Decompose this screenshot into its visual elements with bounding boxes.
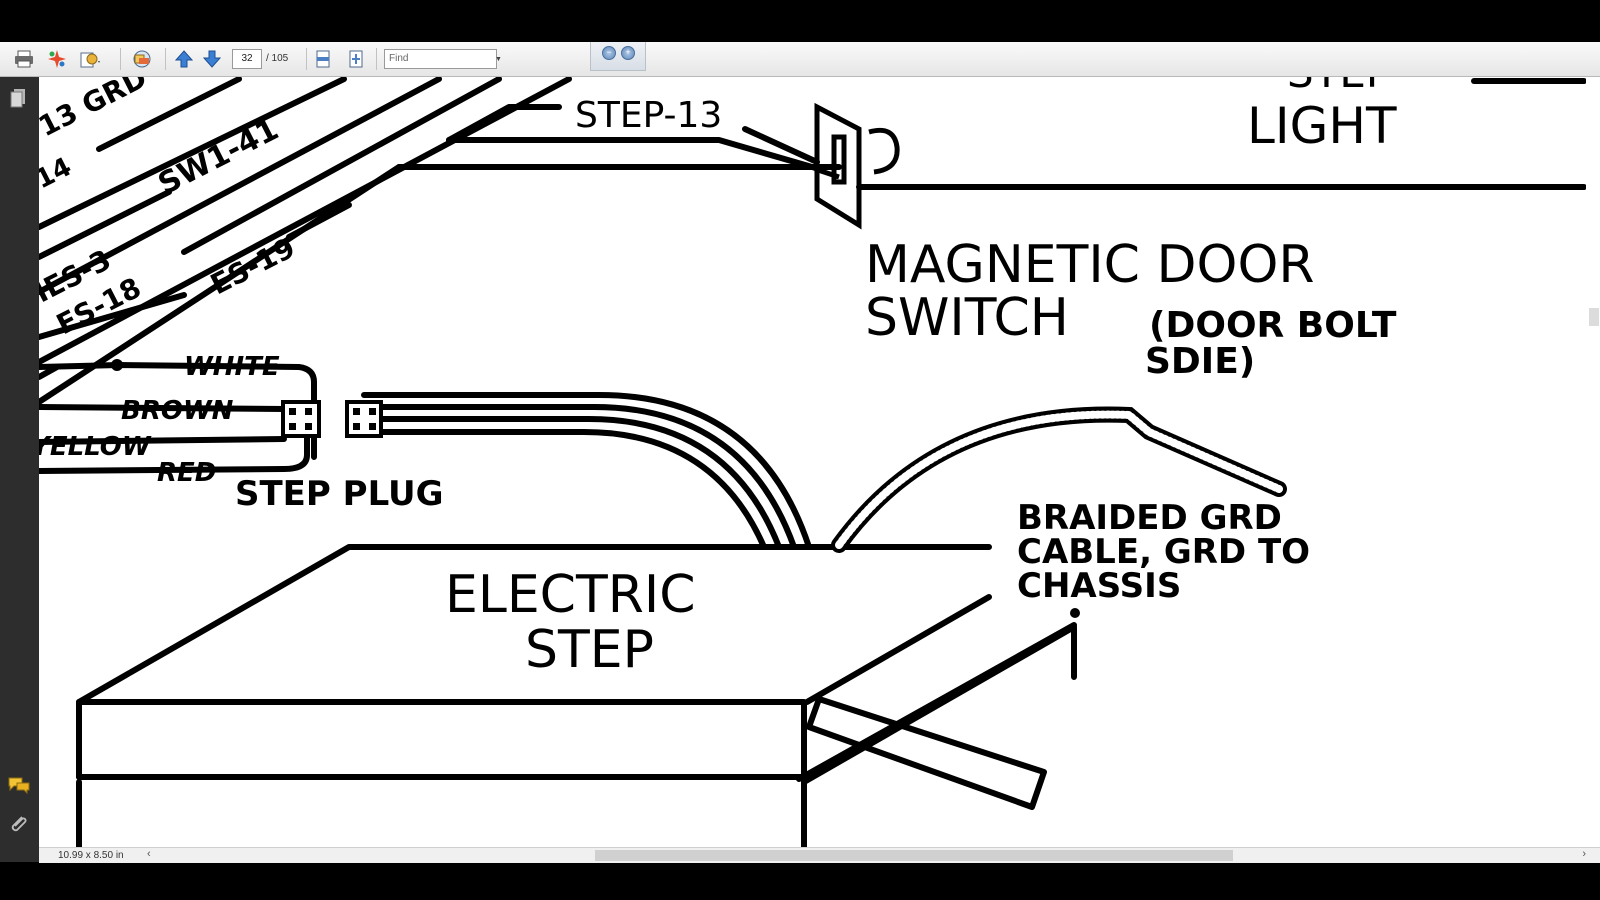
zoom-controls: − + bbox=[590, 42, 646, 71]
status-bar: 10.99 x 8.50 in ‹ › bbox=[39, 847, 1600, 863]
label-red: RED bbox=[157, 458, 216, 488]
label-yellow: YELLOW bbox=[39, 432, 152, 462]
label-light: LIGHT bbox=[1247, 97, 1397, 155]
pages-icon[interactable] bbox=[6, 87, 32, 109]
find-input[interactable]: Find bbox=[384, 49, 497, 69]
label-braided-grd: BRAIDED GRD bbox=[1017, 498, 1282, 538]
wiring-diagram: STEP-13 STEP LIGHT 13 GRD 14 SW1-41 IES-… bbox=[39, 77, 1586, 847]
label-cable-grd-to: CABLE, GRD TO bbox=[1017, 532, 1310, 572]
label-door-bolt: (DOOR BOLT bbox=[1149, 305, 1397, 346]
print-icon[interactable] bbox=[12, 47, 36, 71]
document-viewport[interactable]: STEP-13 STEP LIGHT 13 GRD 14 SW1-41 IES-… bbox=[39, 77, 1586, 847]
label-switch: SWITCH bbox=[865, 288, 1069, 348]
label-chassis: CHASSIS bbox=[1017, 566, 1181, 606]
collaborate-icon[interactable] bbox=[45, 47, 69, 71]
previous-page-icon[interactable] bbox=[172, 47, 196, 71]
find-dropdown-icon[interactable]: ▼ bbox=[495, 56, 502, 63]
zoom-out-icon[interactable]: − bbox=[602, 46, 616, 60]
horizontal-scrollbar-thumb[interactable] bbox=[595, 850, 1233, 861]
label-14: 14 bbox=[39, 152, 76, 195]
vertical-scrollbar-thumb[interactable] bbox=[1589, 308, 1599, 326]
label-step-light-top: STEP bbox=[1287, 77, 1391, 97]
page-size-label: 10.99 x 8.50 in bbox=[58, 850, 124, 861]
scroll-left-icon[interactable]: ‹ bbox=[147, 848, 151, 860]
page-total: / 105 bbox=[266, 53, 289, 64]
label-step-13: STEP-13 bbox=[575, 95, 722, 136]
label-magnetic-door: MAGNETIC DOOR bbox=[865, 235, 1315, 295]
attachments-icon[interactable] bbox=[6, 813, 32, 835]
fit-page-icon[interactable] bbox=[344, 47, 368, 71]
label-sw1-41: SW1-41 bbox=[153, 112, 285, 202]
label-electric: ELECTRIC bbox=[445, 565, 696, 625]
zoom-in-icon[interactable]: + bbox=[621, 46, 635, 60]
label-brown: BROWN bbox=[121, 396, 234, 426]
comments-icon[interactable] bbox=[6, 774, 32, 796]
comment-tools-icon[interactable] bbox=[130, 47, 154, 71]
label-sdie: SDIE) bbox=[1145, 341, 1255, 382]
label-white: WHITE bbox=[184, 352, 280, 382]
scroll-right-icon[interactable]: › bbox=[1582, 848, 1586, 860]
label-step-plug: STEP PLUG bbox=[235, 474, 444, 514]
navigation-pane bbox=[0, 77, 39, 862]
toolbar: 32 / 105 Find ▼ − + bbox=[0, 42, 1600, 77]
page-number-input[interactable]: 32 bbox=[232, 49, 262, 69]
label-step: STEP bbox=[525, 620, 654, 680]
fit-width-icon[interactable] bbox=[311, 47, 335, 71]
label-es-19: ES-19 bbox=[205, 231, 300, 301]
next-page-icon[interactable] bbox=[200, 47, 224, 71]
vertical-scrollbar[interactable] bbox=[1586, 77, 1600, 847]
document-settings-icon[interactable] bbox=[78, 47, 102, 71]
